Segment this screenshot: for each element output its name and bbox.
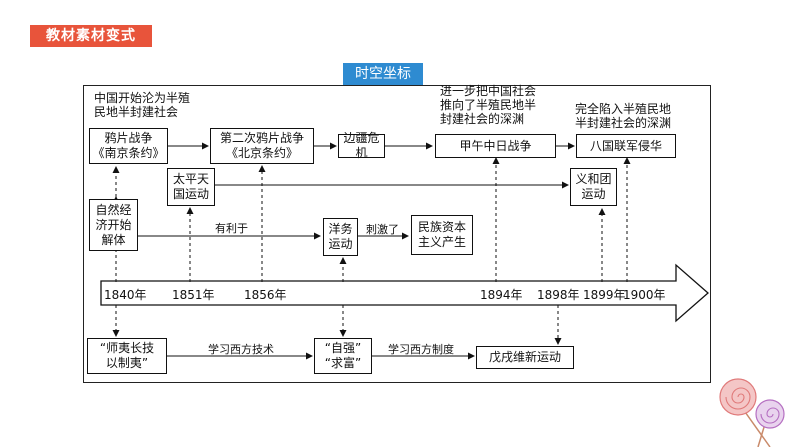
box-boxer[interactable]: 义和团 运动 <box>570 168 617 206</box>
label-learn-system: 学习西方制度 <box>388 343 454 356</box>
box-second-opium-war[interactable]: 第二次鸦片战争 《北京条约》 <box>210 128 314 164</box>
box-natural-economy[interactable]: 自然经 济开始 解体 <box>89 199 138 251</box>
lollipop-decoration-icon <box>719 378 785 447</box>
label-stimulated: 刺激了 <box>366 223 399 236</box>
note-semi-colonial-complete: 完全陷入半殖民地 半封建社会的深渊 <box>575 102 672 130</box>
box-yangwu[interactable]: 洋务 运动 <box>323 218 358 256</box>
label-learn-tech: 学习西方技术 <box>208 343 274 356</box>
year-1840: 1840年 <box>104 288 147 302</box>
timeline-tab[interactable]: 时空坐标 <box>343 63 423 85</box>
box-learn-from-west[interactable]: “师夷长技 以制夷” <box>87 338 167 374</box>
box-sino-japanese-war[interactable]: 甲午中日战争 <box>435 134 556 158</box>
box-hundred-days-reform[interactable]: 戊戌维新运动 <box>476 346 574 369</box>
box-self-strengthening[interactable]: “自强” “求富” <box>314 338 372 374</box>
year-1856: 1856年 <box>244 288 287 302</box>
section-badge: 教材素材变式 <box>30 25 152 47</box>
timeline-arrow <box>100 263 709 323</box>
note-semi-colonial-deeper: 进一步把中国社会 推向了半殖民地半 封建社会的深渊 <box>440 84 537 126</box>
year-1899: 1899年 <box>583 288 626 302</box>
box-opium-war[interactable]: 鸦片战争 《南京条约》 <box>89 128 168 164</box>
year-1894: 1894年 <box>480 288 523 302</box>
year-1898: 1898年 <box>537 288 580 302</box>
note-semi-colonial-begin: 中国开始沦为半殖 民地半封建社会 <box>94 91 191 119</box>
box-national-capitalism[interactable]: 民族资本 主义产生 <box>411 215 473 255</box>
label-beneficial: 有利于 <box>215 222 248 235</box>
box-taiping[interactable]: 太平天 国运动 <box>167 168 215 206</box>
box-eight-nation-alliance[interactable]: 八国联军侵华 <box>576 134 676 158</box>
year-1900: 1900年 <box>623 288 666 302</box>
year-1851: 1851年 <box>172 288 215 302</box>
box-frontier-crisis[interactable]: 边疆危机 <box>338 131 385 160</box>
